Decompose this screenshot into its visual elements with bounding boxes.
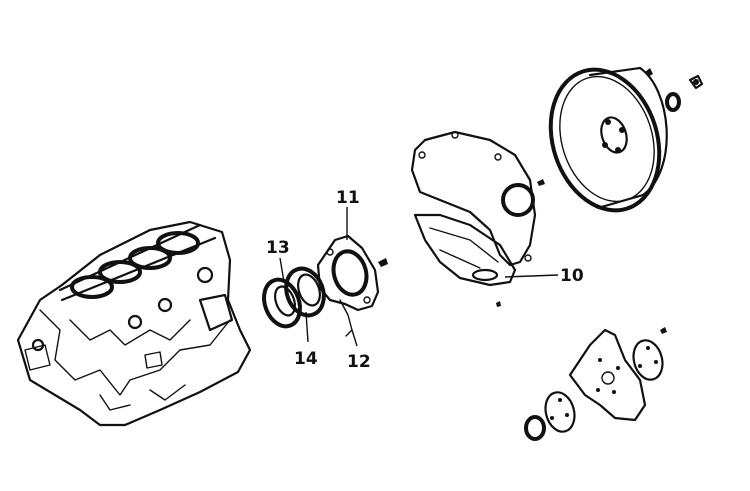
leader-10 (504, 274, 559, 278)
pilot-bushing (524, 415, 546, 441)
callout-14: 14 (294, 349, 318, 369)
leader-lines (279, 207, 559, 347)
callout-11: 11 (336, 188, 360, 208)
rear-oil-seal (262, 277, 302, 329)
flywheel-bolts (645, 68, 704, 112)
flywheel (548, 66, 668, 213)
leader-14 (305, 311, 309, 343)
leader-12 (351, 329, 358, 347)
rear-engine-plate (410, 130, 545, 267)
flywheel-dust-cover (413, 213, 517, 307)
drive-plate (568, 328, 647, 422)
drive-plate-spacer-rear (544, 391, 576, 433)
rear-seal-housing (316, 234, 388, 312)
drive-plate-spacer-front (632, 327, 667, 381)
leader-13 (279, 257, 285, 283)
engine-block (16, 220, 252, 427)
seal-housing-gasket (339, 299, 353, 337)
callout-12: 12 (347, 352, 371, 372)
seal-retainer (284, 266, 326, 318)
callout-10: 10 (560, 266, 584, 286)
callout-13: 13 (266, 238, 290, 258)
